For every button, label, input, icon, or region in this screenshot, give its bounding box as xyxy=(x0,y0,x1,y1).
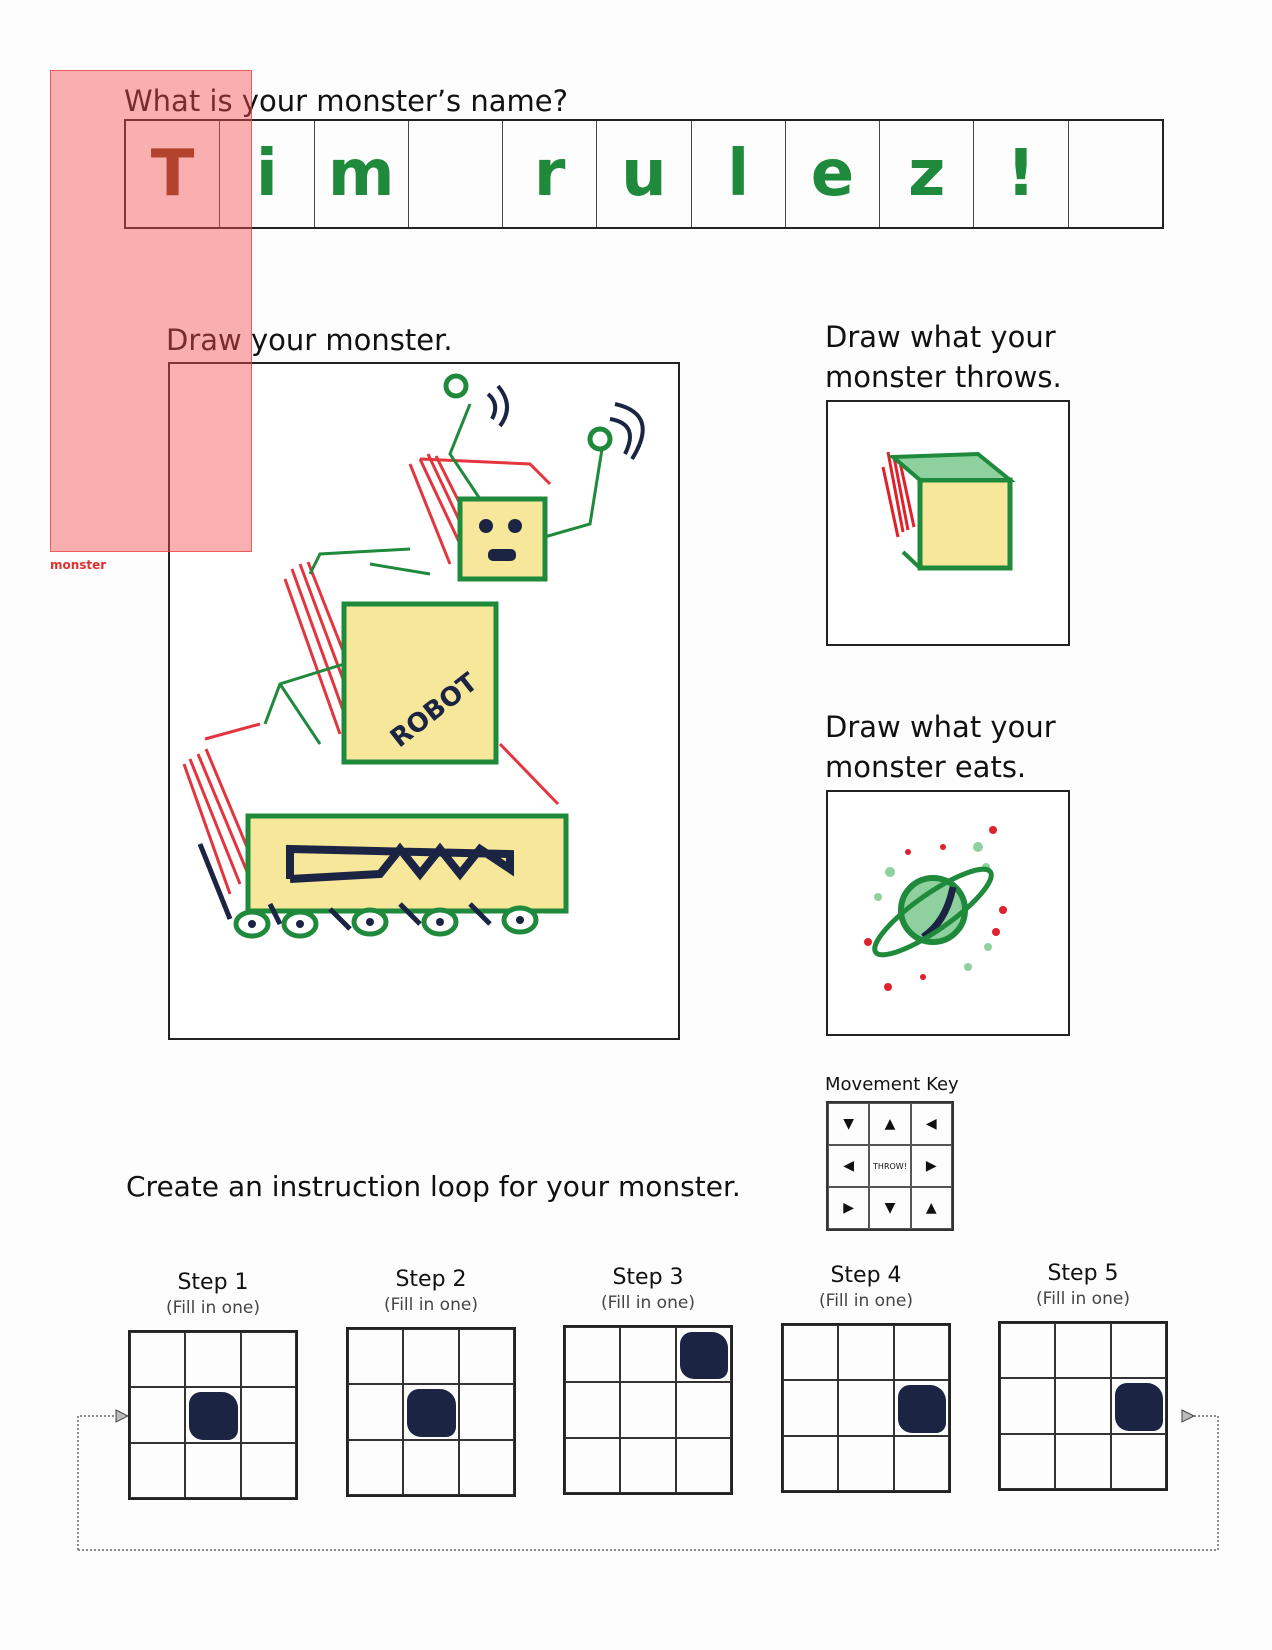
step-instruction: (Fill in one) xyxy=(601,1293,695,1313)
draw-throws-title-line1: Draw what your xyxy=(825,320,1056,354)
monster-drawing-frame[interactable]: ROBOT xyxy=(168,362,680,1040)
step-cell[interactable] xyxy=(1000,1323,1056,1379)
step-cell[interactable] xyxy=(240,1442,296,1498)
step-cell[interactable] xyxy=(675,1437,731,1493)
arrow-up-right-icon: ▲ xyxy=(910,1187,952,1229)
draw-eats-title-line2: monster eats. xyxy=(825,750,1027,784)
robot-monster-drawing: ROBOT xyxy=(182,373,645,939)
step-cell-filled[interactable] xyxy=(1110,1378,1166,1434)
movement-key-grid: ▼ ▲ ◀ ◀ THROW! ▶ ▶ ▼ ▲ xyxy=(826,1101,954,1231)
step-label: Step 4 xyxy=(830,1263,902,1288)
step-cell[interactable] xyxy=(783,1380,839,1436)
step-cell[interactable] xyxy=(838,1325,894,1381)
name-letter-cell[interactable]: T xyxy=(126,121,221,227)
planet-drawing xyxy=(864,826,1007,991)
name-letter-cell[interactable]: l xyxy=(692,121,786,227)
name-letter-cell[interactable]: z xyxy=(880,121,975,227)
step-cell[interactable] xyxy=(185,1442,241,1498)
arrow-up-left-icon: ▶ xyxy=(828,1187,870,1229)
step-label: Step 3 xyxy=(612,1265,684,1290)
step-instruction: (Fill in one) xyxy=(1036,1289,1130,1309)
step-label: Step 1 xyxy=(177,1270,249,1295)
step-cell[interactable] xyxy=(838,1435,894,1491)
name-letter-cell[interactable]: m xyxy=(315,121,409,227)
arrow-right-icon: ▶ xyxy=(910,1145,952,1187)
step-cell[interactable] xyxy=(783,1325,839,1381)
step-cell[interactable] xyxy=(565,1437,621,1493)
step-grid[interactable] xyxy=(998,1321,1168,1491)
instruction-loop-title: Create an instruction loop for your mons… xyxy=(126,1170,741,1203)
step-label: Step 2 xyxy=(395,1267,467,1292)
name-letter-cell[interactable] xyxy=(409,121,504,227)
step-cell[interactable] xyxy=(348,1384,404,1440)
step-cell[interactable] xyxy=(240,1387,296,1443)
step-cell[interactable] xyxy=(1110,1323,1166,1379)
name-letter-cell[interactable]: i xyxy=(220,121,315,227)
step-cell[interactable] xyxy=(1110,1433,1166,1489)
eats-drawing-frame[interactable] xyxy=(826,790,1070,1036)
step-cell[interactable] xyxy=(348,1439,404,1495)
step-cell[interactable] xyxy=(458,1439,514,1495)
loop-connector xyxy=(77,1409,1219,1551)
annotation-label: monster xyxy=(50,558,107,572)
step-cell[interactable] xyxy=(1055,1433,1111,1489)
step-instruction: (Fill in one) xyxy=(384,1295,478,1315)
arrow-up-icon: ▲ xyxy=(869,1103,911,1145)
step-cell[interactable] xyxy=(1055,1323,1111,1379)
step-cell[interactable] xyxy=(1055,1378,1111,1434)
step-grid[interactable] xyxy=(781,1323,951,1493)
draw-throws-title-line2: monster throws. xyxy=(825,360,1062,394)
name-letter-cell[interactable]: r xyxy=(503,121,598,227)
annotation-overlay xyxy=(50,70,252,552)
step-label: Step 5 xyxy=(1047,1261,1119,1286)
name-letter-cell[interactable]: ! xyxy=(974,121,1069,227)
draw-monster-title: Draw your monster. xyxy=(166,323,453,357)
step-cell[interactable] xyxy=(565,1327,621,1383)
arrow-down-right-icon: ◀ xyxy=(910,1103,952,1145)
draw-eats-title-line1: Draw what your xyxy=(825,710,1056,744)
step-cell-filled[interactable] xyxy=(675,1327,731,1383)
name-letter-cell[interactable] xyxy=(1069,121,1162,227)
step-grid[interactable] xyxy=(346,1327,516,1497)
step-cell[interactable] xyxy=(1000,1378,1056,1434)
arrow-down-icon: ▼ xyxy=(869,1187,911,1229)
arrow-down-left-icon: ▼ xyxy=(828,1103,870,1145)
step-grid[interactable] xyxy=(563,1325,733,1495)
step-cell[interactable] xyxy=(458,1384,514,1440)
step-cell[interactable] xyxy=(620,1437,676,1493)
step-cell[interactable] xyxy=(458,1329,514,1385)
step-cell[interactable] xyxy=(348,1329,404,1385)
name-question: What is your monster’s name? xyxy=(124,84,569,118)
cube-drawing xyxy=(881,451,1016,571)
step-cell[interactable] xyxy=(1000,1433,1056,1489)
name-letter-boxes[interactable]: T i m r u l e z ! xyxy=(124,119,1164,229)
step-cell[interactable] xyxy=(130,1442,186,1498)
step-cell[interactable] xyxy=(783,1435,839,1491)
step-instruction: (Fill in one) xyxy=(819,1291,913,1311)
step-cell[interactable] xyxy=(240,1332,296,1388)
step-cell[interactable] xyxy=(893,1435,949,1491)
step-grid[interactable] xyxy=(128,1330,298,1500)
step-cell[interactable] xyxy=(893,1325,949,1381)
step-cell[interactable] xyxy=(403,1439,459,1495)
step-instruction: (Fill in one) xyxy=(166,1298,260,1318)
throw-label: THROW! xyxy=(869,1145,911,1187)
step-cell[interactable] xyxy=(185,1332,241,1388)
step-cell-filled[interactable] xyxy=(893,1380,949,1436)
step-cell[interactable] xyxy=(675,1382,731,1438)
step-cell-filled[interactable] xyxy=(403,1384,459,1440)
step-cell-filled[interactable] xyxy=(185,1387,241,1443)
step-cell[interactable] xyxy=(130,1387,186,1443)
movement-key-title: Movement Key xyxy=(825,1074,959,1095)
arrow-left-icon: ◀ xyxy=(828,1145,870,1187)
name-letter-cell[interactable]: e xyxy=(786,121,881,227)
step-cell[interactable] xyxy=(620,1327,676,1383)
step-cell[interactable] xyxy=(620,1382,676,1438)
step-cell[interactable] xyxy=(838,1380,894,1436)
step-cell[interactable] xyxy=(130,1332,186,1388)
name-letter-cell[interactable]: u xyxy=(597,121,692,227)
step-cell[interactable] xyxy=(565,1382,621,1438)
step-cell[interactable] xyxy=(403,1329,459,1385)
throws-drawing-frame[interactable] xyxy=(826,400,1070,646)
